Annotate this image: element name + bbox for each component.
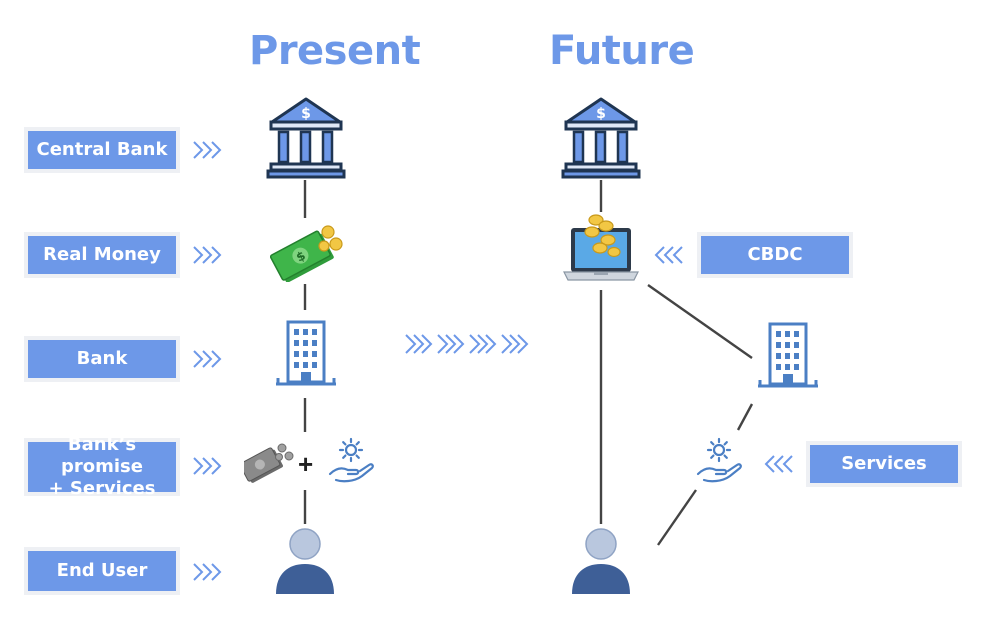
gear-hand-icon xyxy=(696,437,742,483)
svg-text:$: $ xyxy=(301,106,311,122)
future-line-4 xyxy=(736,403,754,431)
banks-promise-line2: + Services xyxy=(48,478,156,499)
chevron-right-icon xyxy=(193,457,222,475)
chevron-right-icon xyxy=(193,350,222,368)
cbdc-label: CBDC xyxy=(701,236,849,274)
svg-text:$: $ xyxy=(596,106,606,122)
gear-hand-icon xyxy=(328,437,374,483)
office-building-icon xyxy=(758,322,818,388)
end-user-label: End User xyxy=(28,551,176,591)
person-icon xyxy=(572,528,630,594)
laptop-coins-icon xyxy=(563,214,639,281)
central-bank-label: Central Bank xyxy=(28,131,176,169)
chevron-left-icon xyxy=(764,455,793,473)
banks-promise-label: Bank’s promise + Services xyxy=(28,434,176,499)
bank-label: Bank xyxy=(28,340,176,378)
chevron-right-icon xyxy=(193,246,222,264)
person-icon xyxy=(276,528,334,594)
real-money-label: Real Money xyxy=(28,236,176,274)
future-line-5 xyxy=(657,489,697,546)
chevron-right-icon xyxy=(193,563,222,581)
services-label: Services xyxy=(810,445,958,483)
present-heading: Present xyxy=(249,28,421,74)
bank-building-icon: $ xyxy=(561,97,641,179)
cash-coins-icon: $ xyxy=(270,225,343,282)
plus-sign: + xyxy=(298,449,314,479)
bank-building-icon: $ xyxy=(266,97,346,179)
gray-cash-icon xyxy=(244,443,294,483)
chevron-left-icon xyxy=(654,246,683,264)
chevron-right-icon xyxy=(193,141,222,159)
transition-chevrons-icon xyxy=(405,334,529,354)
office-building-icon xyxy=(276,320,336,386)
future-line-3 xyxy=(647,284,753,359)
banks-promise-line1: Bank’s promise xyxy=(61,434,143,477)
future-heading: Future xyxy=(549,28,695,74)
